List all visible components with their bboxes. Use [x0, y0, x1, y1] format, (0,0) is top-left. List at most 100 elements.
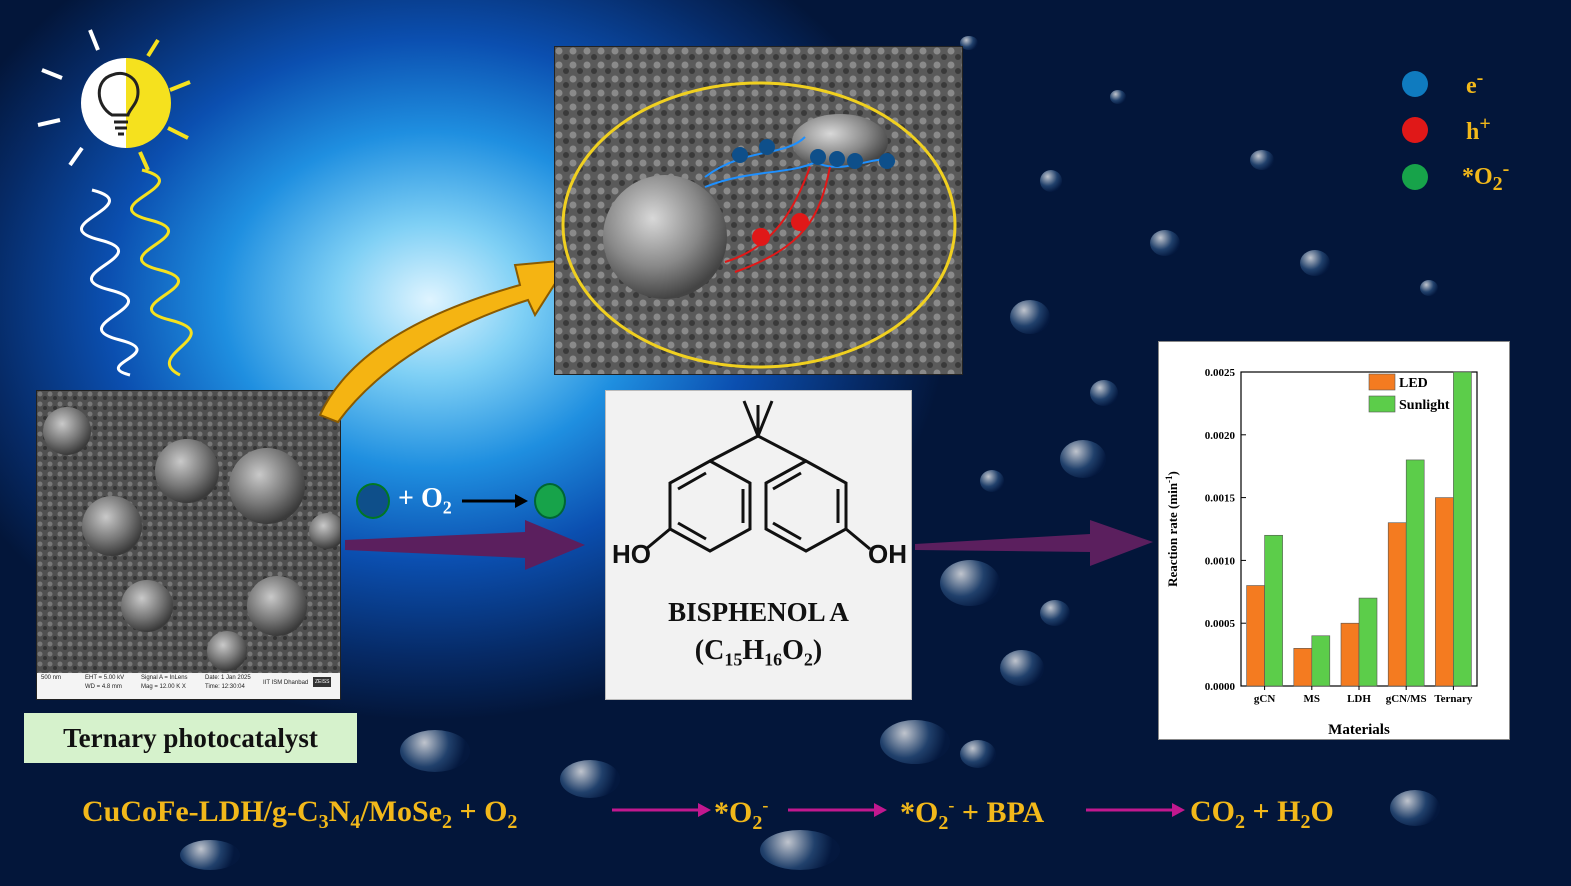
legend-superoxide: *O2- — [1402, 158, 1509, 196]
bar-sunlight — [1453, 371, 1472, 687]
formula-close: ) — [812, 635, 823, 666]
legend-h-label: h — [1466, 119, 1480, 145]
legend-swatch-sunlight — [1368, 395, 1396, 413]
legend-e-label: e — [1466, 73, 1477, 99]
eq-rad1: *O — [714, 796, 753, 829]
sem-institute: IIT ISM Dhanbad — [263, 680, 309, 686]
electron-dot-icon — [1402, 70, 1428, 97]
y-tick-label: 0.0005 — [1205, 618, 1236, 630]
superoxide-dot-icon — [1402, 163, 1428, 190]
bar-sunlight — [1358, 597, 1378, 687]
superoxide-dot-icon — [533, 483, 566, 519]
eq-prod1-sub: 2 — [1235, 811, 1245, 833]
plus-o2: + O — [398, 483, 443, 515]
radical-plus-bpa: *O2- + BPA — [900, 795, 1044, 835]
eq-prod2: + H — [1245, 795, 1301, 828]
bar-sunlight — [1405, 459, 1425, 687]
x-tick-label: gCN — [1254, 693, 1275, 705]
bar-sunlight — [1311, 635, 1331, 687]
eq-part3: /MoSe — [360, 795, 442, 828]
formula-h: H — [742, 635, 765, 666]
eq-s2: 4 — [350, 811, 361, 833]
y-tick-label: 0.0000 — [1205, 681, 1236, 693]
legend-label-sunlight: Sunlight — [1399, 398, 1450, 413]
sem-date: Date: 1 Jan 2025 — [205, 675, 251, 681]
x-tick-label: Ternary — [1434, 693, 1473, 705]
legend-o2-sub: 2 — [1492, 172, 1503, 195]
eq-prod3: O — [1310, 795, 1334, 828]
bpa-structure-diagram — [645, 400, 871, 553]
legend-swatch-led — [1368, 373, 1396, 391]
legend-label-led: LED — [1399, 376, 1428, 391]
eq-arrow-3 — [1086, 803, 1185, 817]
y-axis-label: Reaction rate (min-1) — [1164, 471, 1180, 587]
eq-s4: 2 — [507, 811, 518, 833]
bar-led — [1246, 585, 1265, 687]
eq-prod2-sub: 2 — [1300, 811, 1311, 833]
eq-part1: CuCoFe-LDH/g-C — [82, 795, 319, 828]
x-axis-label: Materials — [1328, 722, 1390, 738]
bar-led — [1293, 648, 1313, 687]
eq-arrow-2 — [788, 803, 887, 817]
catalyst-label: Ternary photocatalyst — [24, 713, 357, 763]
bpa-name: BISPHENOL A — [668, 597, 849, 627]
eq-rad2-sub: 2 — [938, 812, 949, 834]
eq-prod1: CO — [1190, 795, 1235, 828]
eq-plus-bpa: + BPA — [954, 796, 1045, 829]
legend-hole: h+ — [1402, 113, 1491, 146]
x-tick-label: gCN/MS — [1386, 693, 1427, 705]
sem-image-zoomed — [554, 46, 963, 375]
legend-e-sup: - — [1476, 67, 1484, 89]
legend-o2-sup: - — [1502, 158, 1510, 180]
eq-rad1-sub: 2 — [752, 812, 763, 834]
formula-o: O — [782, 635, 804, 666]
bpa-structure-panel: HO OH BISPHENOL A (C15H16O2) — [605, 390, 912, 700]
eq-rad2-sup: - — [948, 795, 955, 815]
sem-time: Time: 12:30:04 — [205, 684, 245, 690]
eq-s1: 3 — [318, 811, 329, 833]
bpa-formula: (C15H16O2) — [606, 635, 911, 671]
eq-arrow-1 — [612, 803, 711, 817]
formula-o-sub: 2 — [803, 649, 813, 670]
reaction-products: CO2 + H2O — [1190, 795, 1334, 834]
eq-rad2: *O — [900, 796, 939, 829]
sem-image-ternary: 500 nm EHT = 5.00 kV WD = 4.8 mm Signal … — [36, 390, 341, 700]
superoxide-radical: *O2- — [714, 795, 768, 835]
hydroxyl-left: HO — [612, 539, 651, 569]
y-tick-label: 0.0015 — [1205, 493, 1236, 505]
superoxide-formation: + O2 — [356, 483, 566, 519]
eq-part4: + O — [451, 795, 508, 828]
y-tick-label: 0.0010 — [1205, 555, 1236, 567]
purple-arrow-right — [915, 520, 1153, 566]
bar-led — [1340, 622, 1360, 687]
legend-h-sup: + — [1479, 113, 1491, 135]
eq-part2: N — [328, 795, 351, 828]
x-tick-label: MS — [1304, 693, 1321, 705]
reaction-equation-reactants: CuCoFe-LDH/g-C3N4/MoSe2 + O2 — [82, 795, 517, 834]
eq-rad1-sup: - — [762, 795, 769, 815]
hole-dot-icon — [1402, 116, 1428, 143]
legend-electron: e- — [1402, 67, 1483, 100]
reaction-arrow-icon — [461, 494, 528, 508]
bar-led — [1387, 522, 1407, 687]
purple-arrow-left — [345, 520, 585, 570]
formula-c: (C — [694, 635, 725, 666]
electron-dot-icon — [356, 483, 390, 519]
sem-eht: EHT = 5.00 kV — [85, 675, 125, 681]
formula-h-sub: 16 — [764, 649, 783, 670]
light-source-icon — [37, 29, 193, 377]
x-tick-label: LDH — [1347, 693, 1371, 705]
bar-sunlight — [1264, 534, 1283, 687]
sem-scale: 500 nm — [41, 675, 62, 681]
hydroxyl-right: OH — [868, 539, 907, 569]
y-tick-label: 0.0020 — [1205, 430, 1236, 442]
zeiss-logo: ZEISS — [313, 677, 332, 687]
eq-s3: 2 — [441, 811, 452, 833]
sem-wd: WD = 4.8 mm — [85, 684, 122, 690]
formula-c-sub: 15 — [724, 649, 743, 670]
o2-sub: 2 — [442, 497, 452, 518]
bar-led — [1435, 497, 1454, 687]
